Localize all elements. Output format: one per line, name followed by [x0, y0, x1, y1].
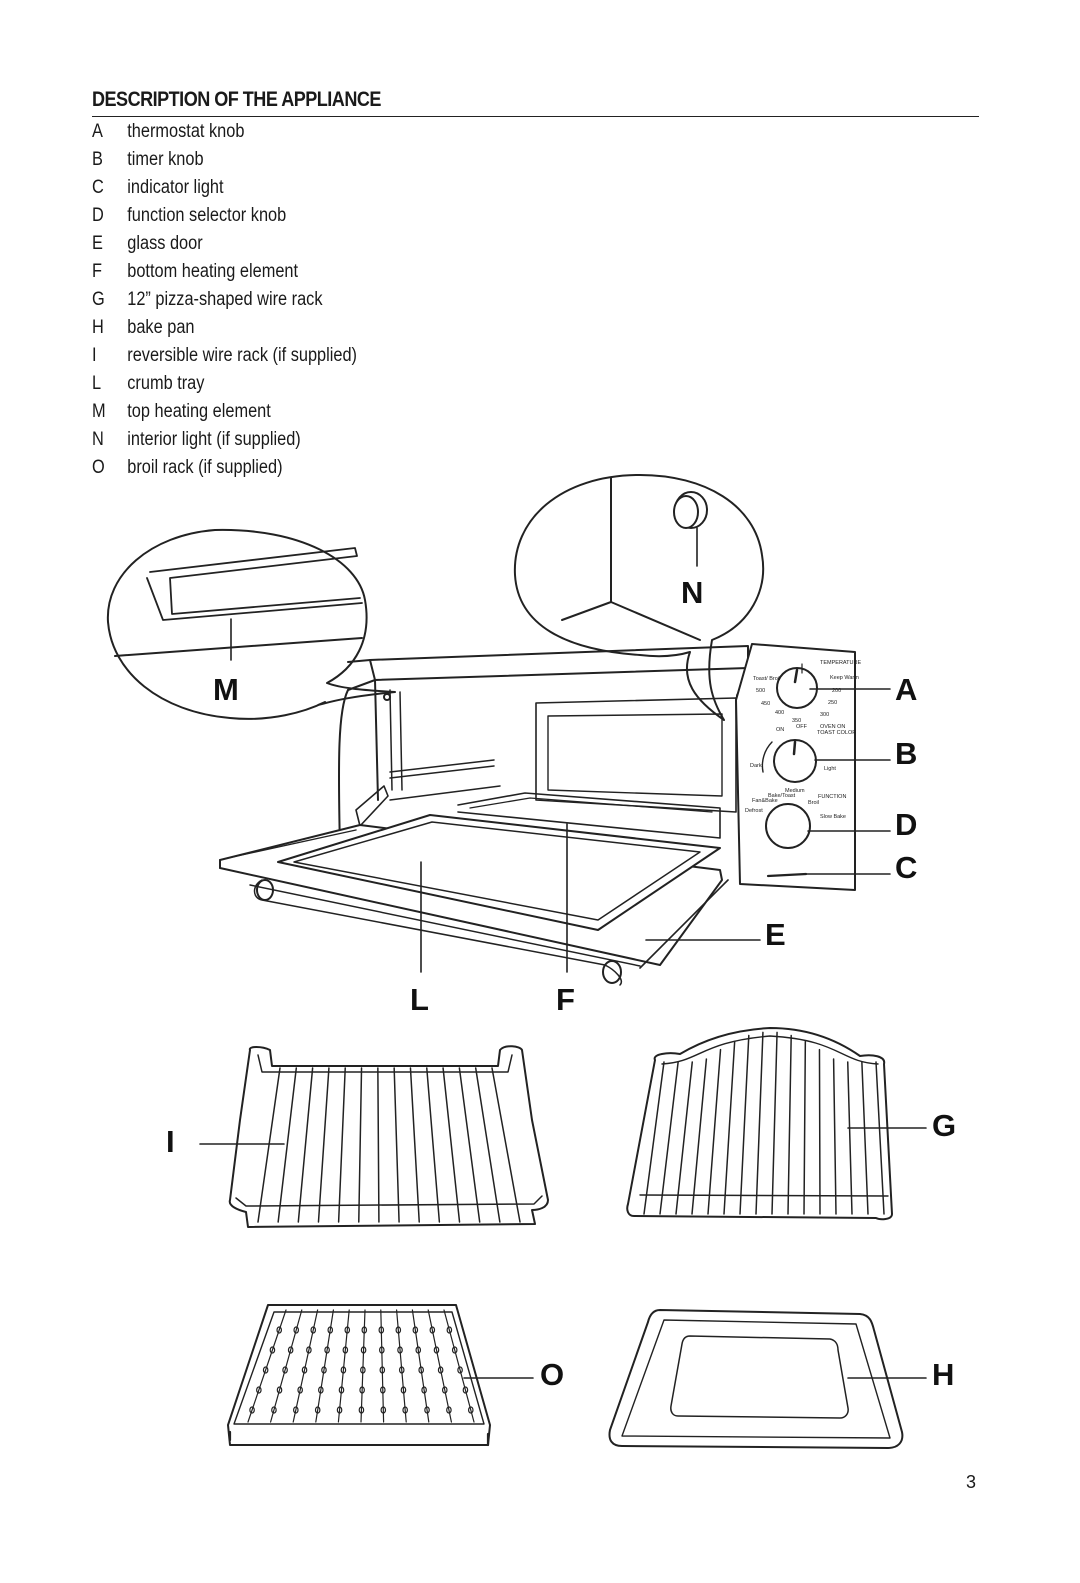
part-label: broil rack (if supplied)	[127, 457, 283, 478]
panel-function: FUNCTION	[818, 794, 846, 800]
part-letter: A	[92, 121, 103, 142]
part-letter: E	[92, 233, 103, 254]
part-label: timer knob	[127, 149, 204, 170]
broil-rack	[227, 1304, 491, 1447]
bottom-heating-element	[457, 792, 721, 839]
control-panel	[735, 643, 856, 891]
detail-bubble-m	[106, 528, 396, 720]
panel-keep-warm: Keep Warm	[830, 675, 859, 681]
panel-temperature: TEMPERATURE	[820, 660, 861, 666]
callout-d: D	[895, 807, 917, 842]
part-label: reversible wire rack (if supplied)	[127, 345, 358, 366]
timer-knob	[773, 739, 817, 783]
panel-toast-color: TOAST COLOR	[817, 730, 856, 736]
part-letter: O	[92, 457, 105, 478]
panel-200: 200	[832, 688, 841, 694]
indicator-light	[766, 872, 808, 878]
part-letter: G	[92, 289, 105, 310]
panel-400: 400	[775, 710, 784, 716]
page-number: 3	[966, 1472, 977, 1492]
panel-light: Light	[824, 766, 836, 772]
detail-bubble-n	[513, 474, 765, 721]
panel-250: 250	[828, 700, 837, 706]
panel-bake-toast: Bake/Toast	[768, 793, 796, 799]
thermostat-knob	[776, 667, 818, 709]
part-letter: L	[92, 373, 102, 394]
part-letter: F	[92, 261, 102, 282]
part-letter: I	[92, 345, 97, 366]
part-label: top heating element	[127, 401, 271, 422]
panel-on: ON	[776, 727, 784, 733]
panel-medium: Medium	[785, 788, 805, 794]
panel-broil: Broil	[808, 800, 819, 806]
bake-pan	[608, 1309, 904, 1449]
part-label: interior light (if supplied)	[127, 429, 301, 450]
title-rule	[92, 116, 979, 117]
callout-f: F	[556, 982, 575, 1017]
part-letter: B	[92, 149, 103, 170]
part-label: 12” pizza-shaped wire rack	[127, 289, 323, 310]
callout-i: I	[166, 1124, 175, 1159]
callout-c: C	[895, 850, 917, 885]
panel-toast-broil: Toast/ Broil	[753, 676, 780, 682]
callout-n: N	[681, 575, 703, 610]
crumb-tray	[277, 814, 721, 931]
pizza-wire-rack	[626, 1027, 893, 1221]
part-label: function selector knob	[127, 205, 287, 226]
part-label: indicator light	[127, 177, 224, 198]
list-item: G 12” pizza-shaped wire rack	[92, 288, 357, 316]
callout-m: M	[213, 672, 239, 707]
part-label: thermostat knob	[127, 121, 245, 142]
panel-oven-on: OVEN ON	[820, 724, 845, 730]
callout-o: O	[540, 1357, 564, 1392]
function-knob	[765, 803, 811, 849]
part-letter: H	[92, 317, 104, 338]
part-label: bake pan	[127, 317, 195, 338]
part-letter: D	[92, 205, 104, 226]
panel-fan-bake: Fan&Bake	[752, 798, 778, 804]
part-letter: N	[92, 429, 104, 450]
panel-300: 300	[820, 712, 829, 718]
leader-lines	[420, 688, 891, 973]
panel-500: 500	[756, 688, 765, 694]
panel-450: 450	[761, 701, 770, 707]
callout-h: H	[932, 1357, 954, 1392]
oven-body	[337, 645, 749, 851]
panel-slow-bake: Slow Bake	[820, 814, 846, 820]
callout-a: A	[895, 672, 917, 707]
part-label: glass door	[127, 233, 203, 254]
part-letter: M	[92, 401, 106, 422]
callout-e: E	[765, 917, 786, 952]
panel-350: 350	[792, 718, 801, 724]
callout-g: G	[932, 1108, 956, 1143]
panel-off: OFF	[796, 724, 808, 730]
panel-dark: Dark	[750, 763, 762, 769]
panel-defrost: Defrost	[745, 808, 763, 814]
part-label: bottom heating element	[127, 261, 299, 282]
part-label: crumb tray	[127, 373, 205, 394]
callout-l: L	[410, 982, 429, 1017]
part-letter: C	[92, 177, 104, 198]
section-title: DESCRIPTION OF THE APPLIANCE	[92, 88, 381, 111]
callout-b: B	[895, 736, 917, 771]
reversible-wire-rack	[228, 1045, 549, 1228]
